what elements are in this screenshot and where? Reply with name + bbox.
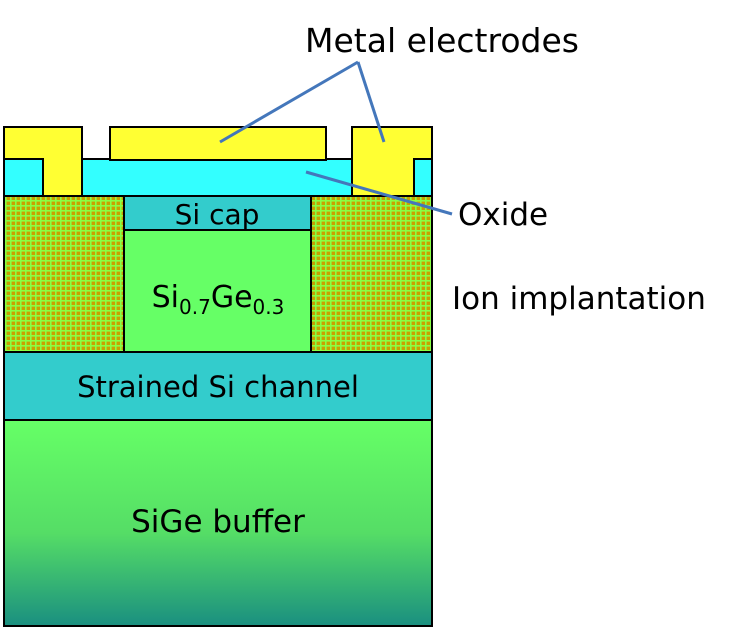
- sige-part-sub1: 0.7: [179, 295, 211, 319]
- ion-implant-region-left: [3, 195, 125, 353]
- label-sige-buffer: SiGe buffer: [131, 504, 305, 540]
- sige-part-ge: Ge: [211, 280, 253, 315]
- metal-electrode-center: [109, 126, 327, 161]
- label-ion-implantation: Ion implantation: [452, 281, 706, 317]
- label-oxide: Oxide: [458, 197, 548, 233]
- pointer-oxide: [305, 170, 453, 216]
- ion-implant-region-right: [310, 195, 433, 353]
- pointer-metal-right: [356, 61, 386, 143]
- label-sige-layer: Si0.7Ge0.3: [152, 280, 285, 319]
- sige-buffer-layer: [3, 419, 433, 627]
- metal-electrode-left: [3, 126, 83, 197]
- si-cap-layer: [123, 195, 312, 231]
- pointer-lines: [219, 60, 453, 216]
- sige-part-si: Si: [152, 280, 179, 315]
- pointer-metal-center: [219, 60, 359, 144]
- metal-electrode-right: [351, 126, 433, 197]
- label-si-cap: Si cap: [175, 198, 260, 231]
- label-metal-electrodes: Metal electrodes: [305, 21, 579, 60]
- label-strained-si-channel: Strained Si channel: [77, 370, 359, 404]
- sige-part-sub2: 0.3: [253, 295, 285, 319]
- strained-si-channel-layer: [3, 351, 433, 421]
